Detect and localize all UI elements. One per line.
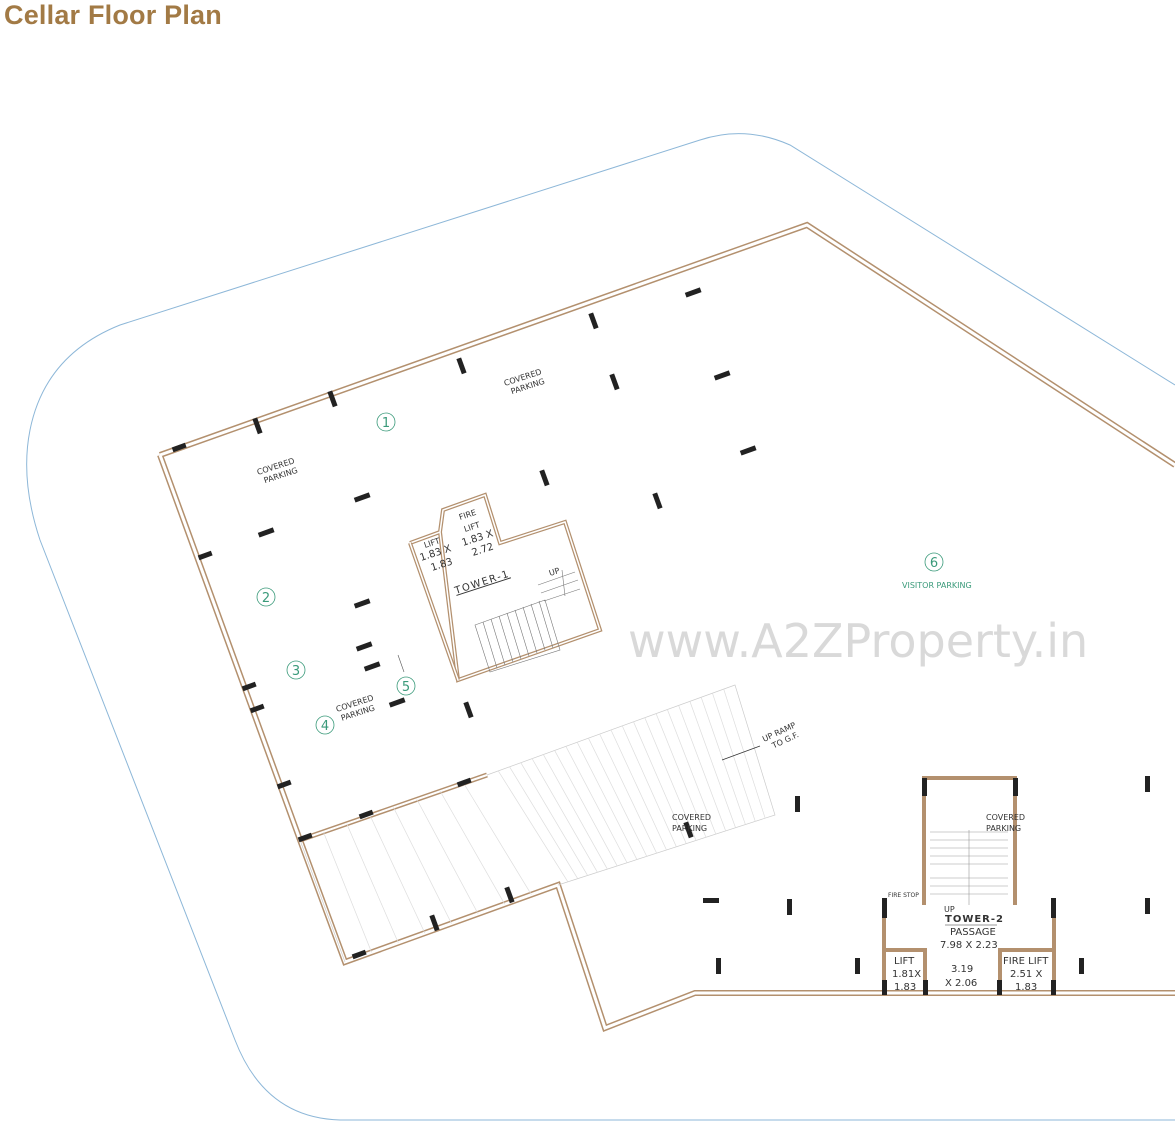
ramp-stripes: [323, 688, 766, 953]
tower-2-core: [882, 776, 1056, 995]
ramp-stripe: [633, 721, 687, 844]
ramp-stripe: [644, 717, 697, 841]
ramp-stripe: [393, 807, 452, 924]
ramp-stripe: [531, 758, 598, 873]
ramp-stripe: [588, 738, 648, 857]
ramp-stripe: [667, 709, 717, 835]
ramp-stripe: [565, 746, 628, 863]
site-boundary: [26, 133, 1175, 1121]
ramp-stripe: [712, 693, 756, 822]
svg-text:6: 6: [930, 556, 938, 571]
tower-2-fire-lift-label-1: FIRE LIFT: [1003, 956, 1049, 967]
ramp-stripe: [689, 701, 736, 828]
ramp-stripe: [439, 791, 506, 905]
ramp-stripe: [700, 697, 746, 825]
page-title: Cellar Floor Plan: [4, 0, 222, 30]
watermark: www.A2ZProperty.in: [628, 614, 1088, 668]
tower-2-lift-label-2: 1.81X: [892, 969, 921, 980]
ramp-stripe: [554, 750, 618, 867]
ramp-stripe: [723, 688, 766, 819]
ramp-stripe: [576, 742, 638, 860]
covered-parking-label: COVERED PARKING: [986, 813, 1025, 833]
tower-2-lift-label-1: LIFT: [894, 956, 915, 967]
svg-text:COVERED: COVERED: [672, 813, 711, 822]
ramp-stripe: [655, 713, 707, 838]
svg-text:2: 2: [262, 591, 270, 606]
ramp-stripe: [369, 815, 426, 934]
ramp-stripe: [416, 799, 479, 915]
tower-1-core: [408, 492, 603, 683]
svg-text:4: 4: [321, 719, 329, 734]
covered-parking-label: COVERED PARKING: [672, 813, 711, 833]
tower-2-up-label: UP: [944, 905, 955, 914]
tower-2-fire-stop-label: FIRE STOP: [888, 892, 919, 899]
tower-2-lobby-label-2: X 2.06: [945, 978, 977, 989]
ramp-stripe: [463, 782, 532, 895]
svg-text:COVERED: COVERED: [986, 813, 1025, 822]
zone-marker-2: 2: [256, 587, 276, 607]
ramp-stripe: [599, 733, 657, 854]
tower-2-columns: [882, 778, 1056, 995]
zone-marker-4: 4: [315, 715, 335, 735]
tower-1-fire-lift-label-1: FIRE: [458, 508, 477, 522]
columns: [171, 287, 1150, 974]
tower-2-fire-lift-label-2: 2.51 X: [1010, 969, 1042, 980]
tower-2-stairs: [930, 830, 1008, 905]
zone-marker-6: 6: [924, 552, 944, 572]
zone-marker-1: 1: [376, 412, 396, 432]
ramp-stripe: [346, 823, 399, 943]
svg-text:5: 5: [402, 680, 410, 695]
zone-marker-5: 5: [396, 654, 416, 696]
ramp-stripe: [678, 705, 727, 832]
zone-marker-3: 3: [286, 660, 306, 680]
tower-2-passage-label: PASSAGE: [950, 927, 996, 938]
ramp-arrow: [721, 745, 761, 761]
tower-2-lobby-label-1: 3.19: [951, 964, 973, 975]
ramp-stripe: [509, 766, 579, 879]
svg-text:PARKING: PARKING: [986, 824, 1021, 833]
tower-1-up-label: UP: [548, 566, 561, 578]
ramp-stripe: [520, 762, 588, 876]
tower-1-stairs: [474, 569, 581, 673]
visitor-parking-label: VISITOR PARKING: [902, 581, 972, 590]
ramp-stripe: [497, 770, 569, 883]
ramp-stripe: [621, 725, 677, 847]
tower-2-name: TOWER-2: [945, 914, 1004, 925]
ramp-stripe: [610, 729, 667, 851]
tower-2-fire-lift-label-3: 1.83: [1015, 982, 1037, 993]
tower-2-lift-label-3: 1.83: [894, 982, 916, 993]
ramp-stripe: [323, 831, 372, 953]
svg-text:1: 1: [382, 416, 390, 431]
svg-text:3: 3: [292, 664, 300, 679]
tower-2-passage-size: 7.98 X 2.23: [940, 940, 998, 951]
tower-1-name: TOWER-1: [453, 569, 512, 597]
ramp-stripe: [543, 754, 608, 870]
svg-text:PARKING: PARKING: [672, 824, 707, 833]
